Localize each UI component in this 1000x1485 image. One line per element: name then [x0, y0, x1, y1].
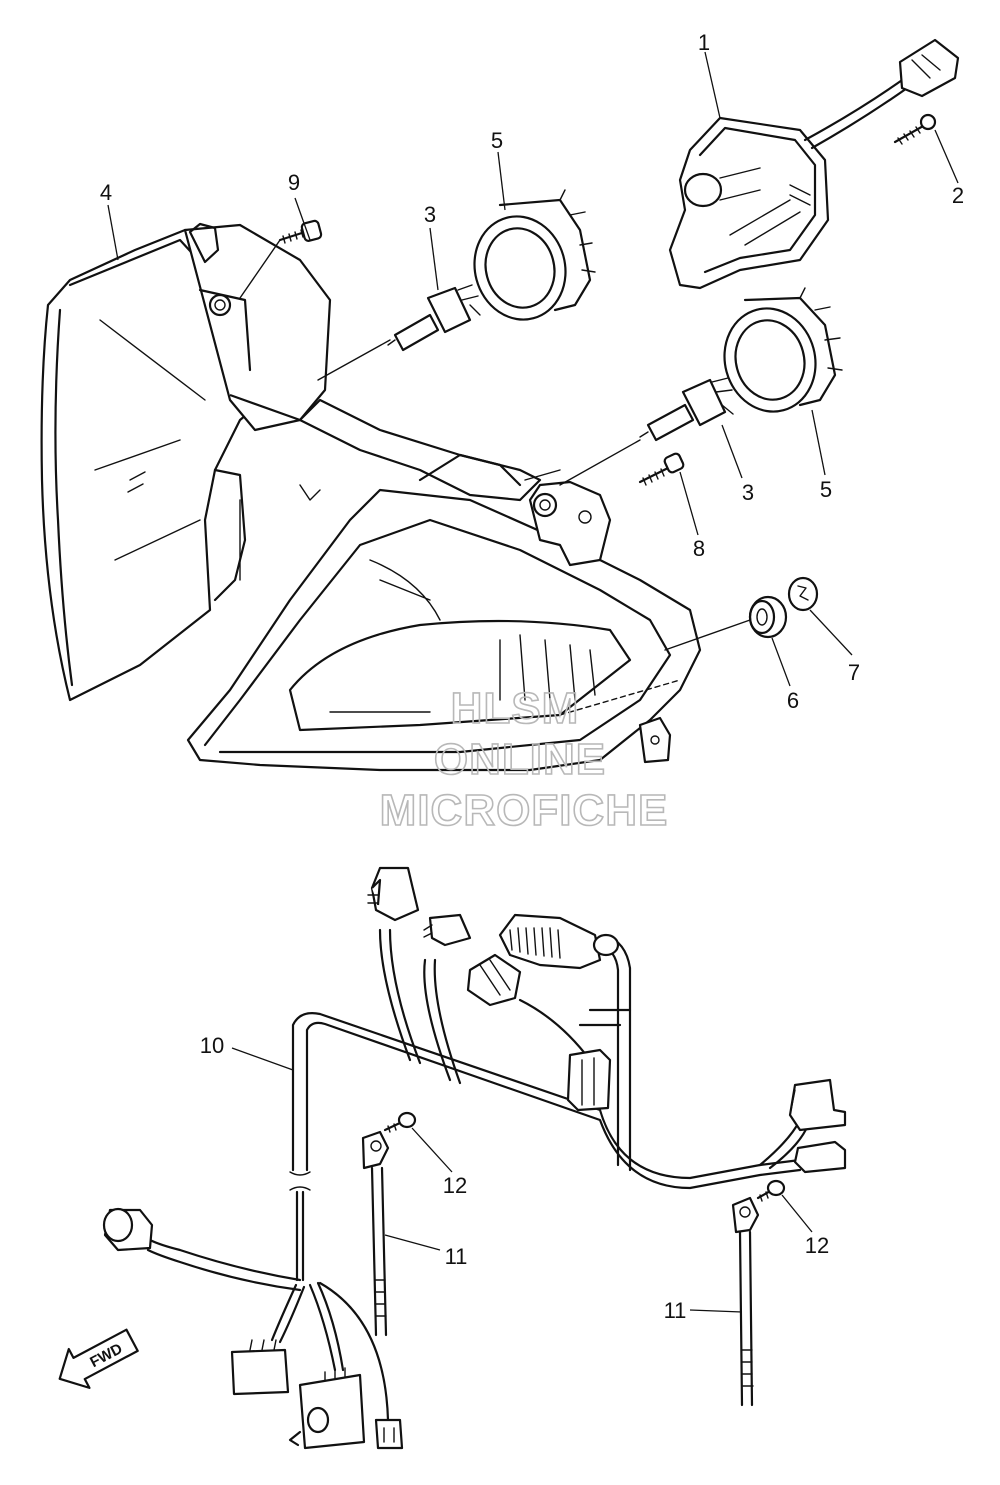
screw-9 [278, 219, 323, 244]
callout-labels: 1 2 3 3 4 5 5 6 7 8 9 10 11 11 12 12 [100, 30, 964, 1323]
callout-9: 9 [288, 170, 300, 195]
watermark-line-1: HLSM [451, 684, 580, 733]
bulb-upper [387, 284, 481, 352]
callout-5-lower: 5 [820, 477, 832, 502]
wire-harness [102, 866, 847, 1450]
callout-11-right: 11 [664, 1298, 687, 1323]
callout-12-right: 12 [805, 1233, 829, 1258]
watermark-line-2: ONLINE [434, 735, 606, 784]
bulb-lower [639, 377, 734, 442]
headlight-assembly [40, 222, 702, 772]
washer-7 [787, 576, 819, 612]
callout-4: 4 [100, 180, 112, 205]
callout-6: 6 [787, 688, 799, 713]
cable-tie-right [731, 1196, 760, 1407]
screw-12-right [756, 1179, 786, 1202]
watermark: HLSM ONLINE MICROFICHE [379, 683, 669, 836]
bulb-cover-lower [723, 287, 843, 413]
cable-tie-left [361, 1130, 390, 1337]
callout-1: 1 [698, 30, 710, 55]
screw-2 [893, 113, 937, 145]
watermark-line-3: MICROFICHE [380, 786, 669, 835]
callout-5-upper: 5 [491, 128, 503, 153]
callout-2: 2 [952, 183, 964, 208]
bulb-cover-upper [473, 189, 596, 321]
callout-3-upper: 3 [424, 202, 436, 227]
screw-8 [638, 452, 685, 486]
callout-3-lower: 3 [742, 480, 754, 505]
callout-8: 8 [693, 536, 705, 561]
grommet-6 [748, 595, 788, 639]
callout-11-left: 11 [445, 1244, 468, 1269]
callout-7: 7 [848, 660, 860, 685]
bracket-assembly [668, 38, 960, 290]
callout-leaders [107, 51, 959, 1313]
callout-10: 10 [200, 1033, 224, 1058]
callout-12-left: 12 [443, 1173, 467, 1198]
fwd-arrow-icon: FWD [58, 1328, 139, 1389]
screw-12-left [383, 1111, 417, 1133]
